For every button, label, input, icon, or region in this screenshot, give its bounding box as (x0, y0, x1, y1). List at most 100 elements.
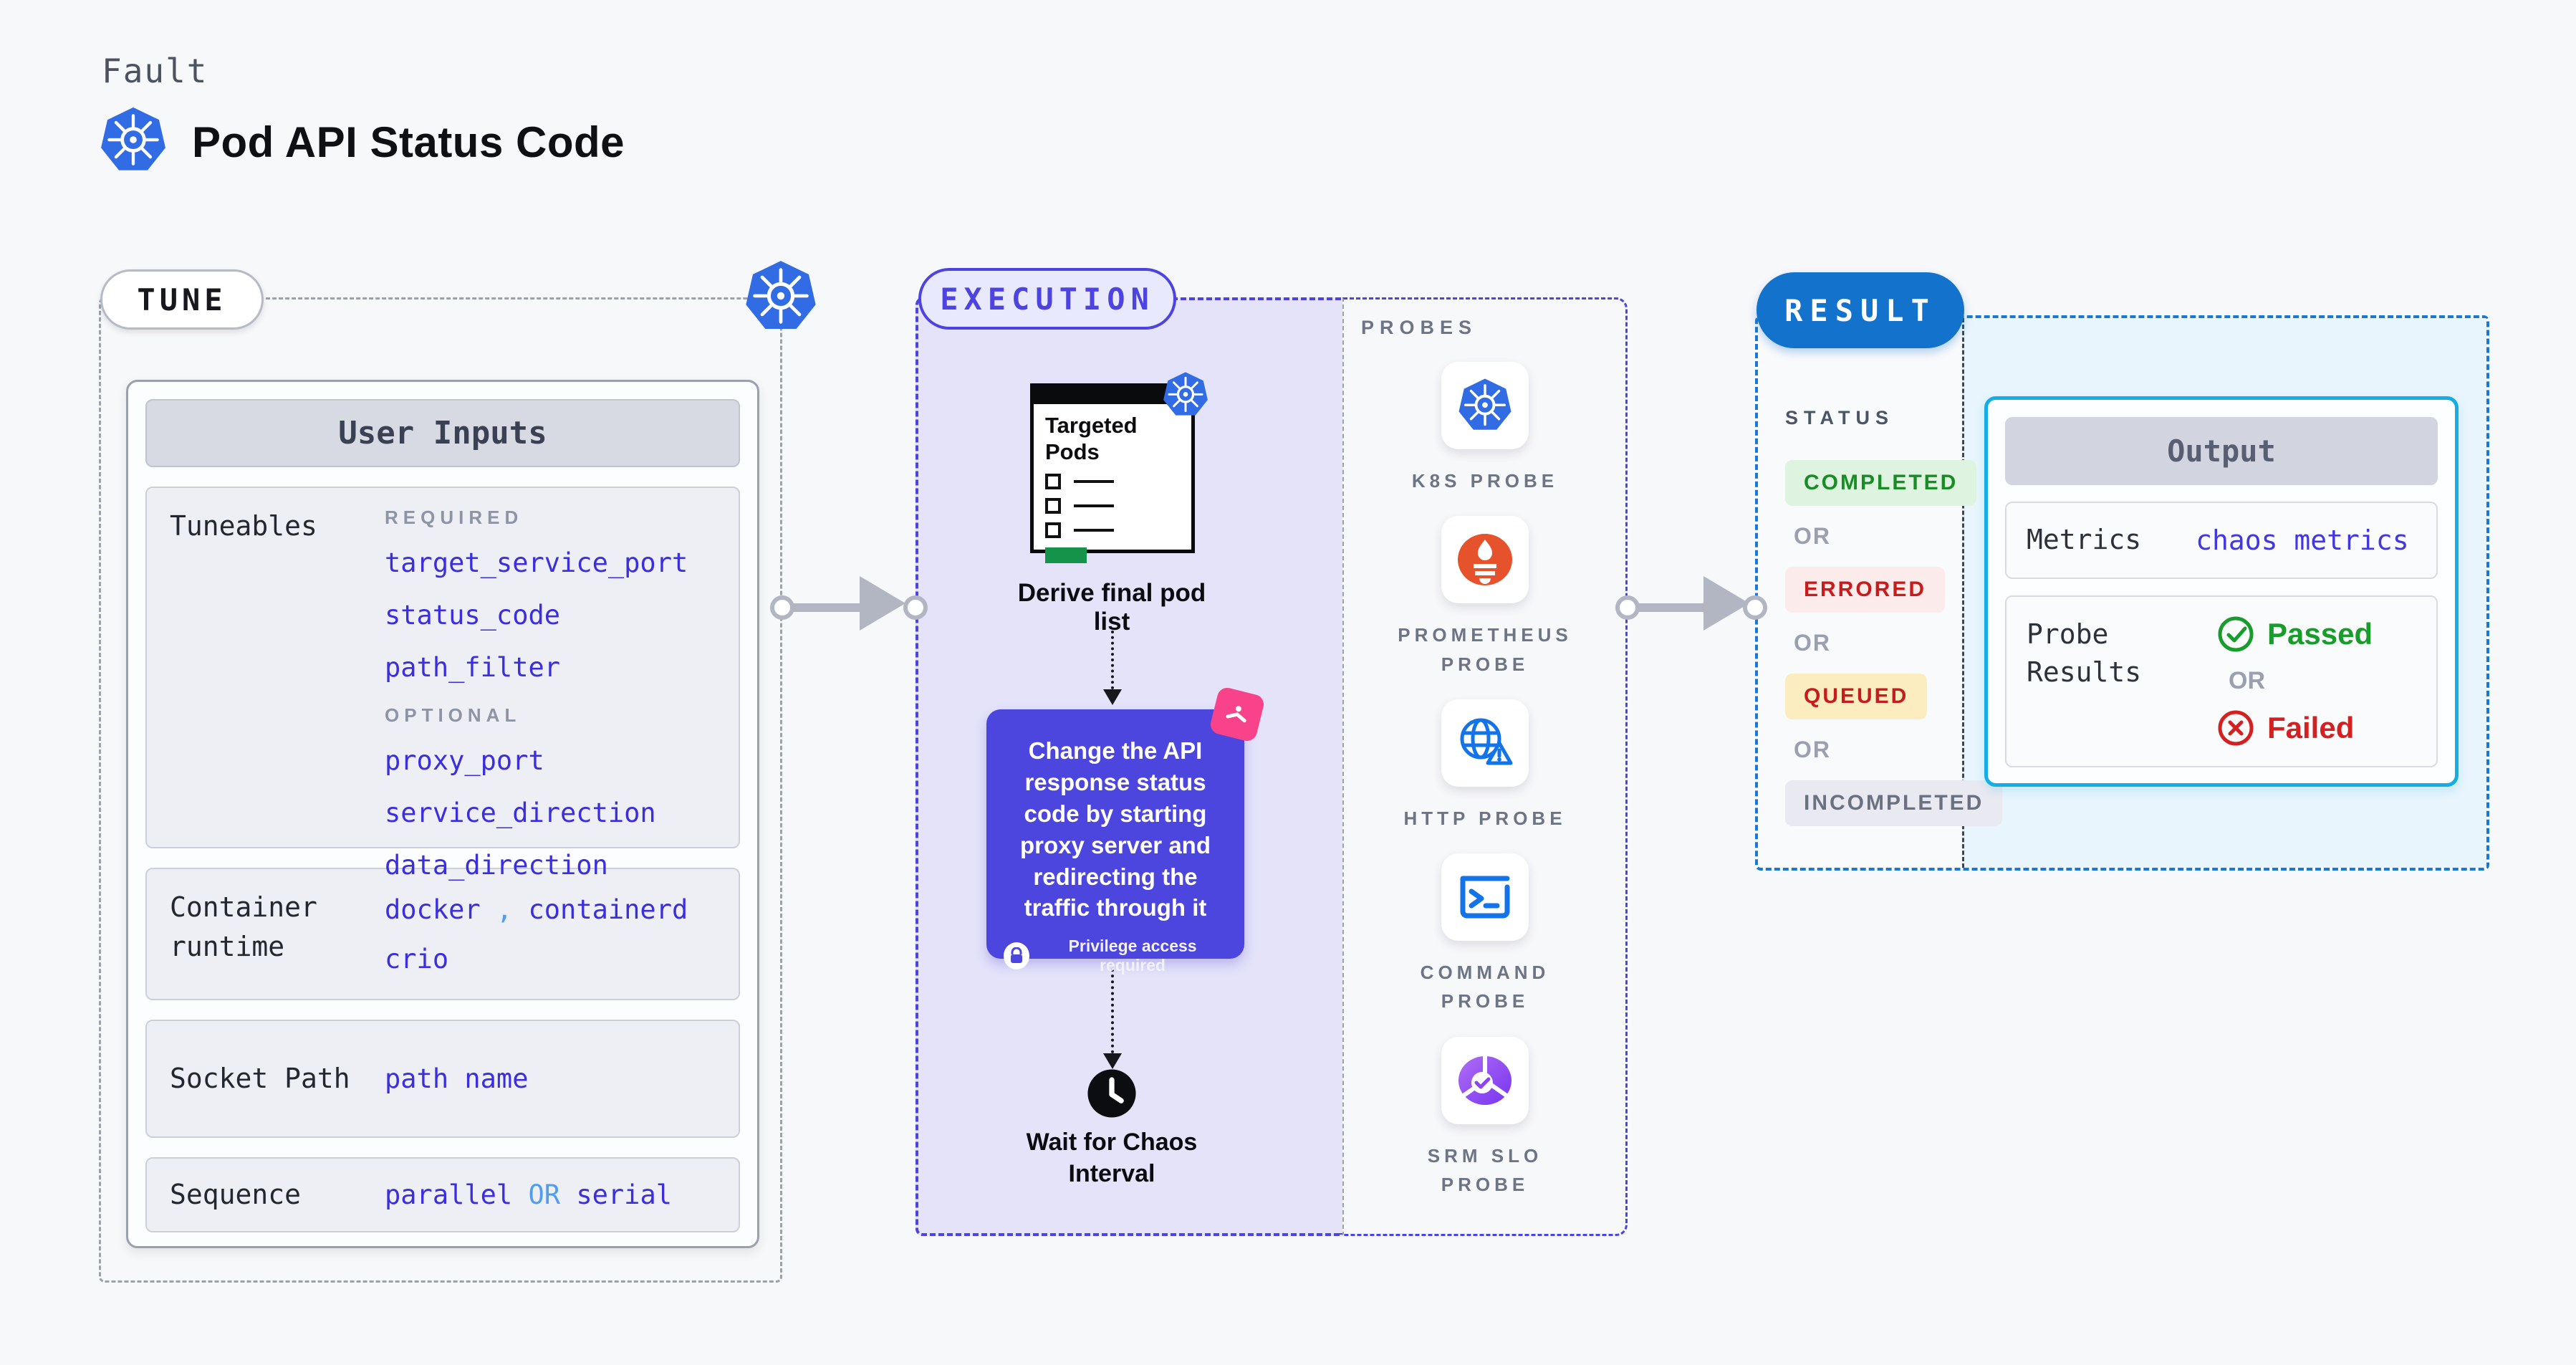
checkbox-icon (1045, 522, 1061, 539)
result-section-pill: RESULT (1756, 272, 1964, 348)
tuneable-required: path_filter (385, 652, 561, 683)
probe-name: K8S PROBE (1411, 470, 1559, 492)
tuneable-required: target_service_port (385, 547, 688, 578)
sequence-option: serial (576, 1179, 672, 1210)
derive-pod-list-caption: Derive final pod list (1017, 579, 1206, 636)
required-label: REQUIRED (385, 507, 524, 528)
failed-line: Failed (2217, 709, 2373, 747)
metrics-row: Metrics chaos metrics (2005, 502, 2438, 579)
runtime-value: crio (385, 943, 449, 974)
tune-section-pill: TUNE (100, 269, 264, 330)
probe-results-label: Probe Results (2027, 618, 2142, 689)
probe-name: COMMAND PROBE (1420, 962, 1550, 1012)
socket-path-label: Socket Path (170, 1062, 350, 1094)
runtime-value: containerd (528, 894, 688, 925)
container-runtime-label: Container runtime (170, 891, 317, 963)
progress-bar (1045, 547, 1087, 564)
status-list: COMPLETED OR ERRORED OR QUEUED OR INCOMP… (1785, 460, 2003, 826)
page-title-row: Pod API Status Code (99, 106, 625, 178)
probe-item: COMMAND PROBE (1385, 853, 1585, 1016)
chaos-action-text: Change the API response status code by s… (1020, 737, 1211, 921)
connector-node (1615, 595, 1640, 620)
connector-node (903, 595, 928, 620)
or-separator: OR (1794, 737, 1831, 762)
probe-results-row: Probe Results Passed OR Failed (2005, 595, 2438, 767)
pod-list-item (1045, 474, 1180, 490)
flow-dotted-connector (1111, 969, 1114, 1053)
passed-label: Passed (2267, 617, 2373, 651)
runtime-value: docker (385, 894, 481, 925)
flow-dotted-connector (1111, 631, 1114, 689)
probe-name: HTTP PROBE (1403, 807, 1567, 829)
arrowhead-icon (1103, 689, 1122, 705)
probe-item: K8S PROBE (1385, 362, 1585, 495)
status-badge: COMPLETED (1785, 460, 1977, 506)
sequence-row: Sequence parallel OR serial (145, 1157, 740, 1232)
privilege-note-row: Privilege access required (1004, 937, 1227, 975)
slo-pie-check-icon (1441, 1036, 1529, 1124)
privilege-note-text: Privilege access required (1068, 937, 1197, 975)
arrowhead-icon (1103, 1053, 1122, 1069)
status-badge: INCOMPLETED (1785, 780, 2003, 826)
checkbox-icon (1045, 498, 1061, 514)
clock-icon (1087, 1068, 1137, 1122)
connector-node (1743, 595, 1767, 620)
probe-name: SRM SLO PROBE (1427, 1144, 1543, 1196)
metrics-value: chaos metrics (2196, 525, 2409, 556)
probes-section-label: PROBES (1361, 317, 1478, 338)
kubernetes-icon (99, 106, 168, 178)
probe-item: HTTP PROBE (1385, 699, 1585, 833)
chaos-action-card: Change the API response status code by s… (986, 709, 1244, 974)
tune-section-box (99, 297, 782, 1283)
tuneables-label: Tuneables (170, 510, 317, 542)
status-badge: QUEUED (1785, 674, 1928, 719)
runtime-separator: , (496, 894, 513, 925)
targeted-pods-window: Targeted Pods (1030, 383, 1195, 564)
container-runtime-values: docker , containerd crio (385, 888, 716, 980)
tuneable-required: status_code (385, 600, 561, 631)
x-circle-icon (2218, 710, 2254, 746)
socket-path-row: Socket Path path name (145, 1020, 740, 1138)
socket-path-value: path name (385, 1063, 529, 1094)
tuneable-optional: proxy_port (385, 745, 544, 776)
chaos-badge-icon (1208, 685, 1267, 744)
passed-line: Passed (2217, 616, 2373, 653)
fault-category-label: Fault (102, 52, 208, 90)
user-inputs-card: User Inputs Tuneables REQUIRED target_se… (126, 380, 759, 1248)
tuneable-optional: service_direction (385, 798, 656, 828)
output-header: Output (2005, 417, 2438, 485)
page-title: Pod API Status Code (192, 118, 625, 166)
terminal-icon (1441, 853, 1529, 942)
or-separator: OR (2229, 667, 2265, 694)
metrics-label: Metrics (2027, 524, 2142, 556)
probe-item: PROMETHEUS PROBE (1385, 516, 1585, 679)
output-card: Output Metrics chaos metrics Probe Resul… (1984, 396, 2459, 787)
optional-label: OPTIONAL (385, 704, 522, 726)
runtime-value-line: crio (385, 944, 716, 974)
sequence-option: parallel (385, 1179, 513, 1210)
pod-list-item (1045, 522, 1180, 539)
probe-item: SRM SLO PROBE (1385, 1036, 1585, 1199)
or-separator: OR (1794, 523, 1831, 549)
probes-section-box (1342, 297, 1628, 1236)
tuneable-optional: data_direction (385, 850, 608, 881)
status-badge: ERRORED (1785, 567, 1946, 613)
tuneables-values: REQUIRED target_service_port status_code… (385, 507, 716, 881)
connector-node (770, 595, 794, 620)
kubernetes-icon (1162, 370, 1209, 422)
sequence-values: parallel OR serial (385, 1179, 716, 1210)
probes-list: K8S PROBE PROMETHEUS PROBE (1342, 362, 1628, 1199)
sequence-or: OR (528, 1179, 561, 1210)
prometheus-icon (1441, 516, 1529, 604)
probe-name: PROMETHEUS PROBE (1398, 624, 1572, 675)
http-globe-warning-icon (1441, 699, 1529, 787)
kubernetes-icon (1441, 362, 1529, 449)
lock-icon (1004, 942, 1030, 970)
check-circle-icon (2218, 616, 2254, 652)
failed-label: Failed (2267, 711, 2355, 744)
runtime-value-line: docker , containerd (385, 894, 716, 925)
wait-chaos-interval-caption: Wait for Chaos Interval (1026, 1129, 1198, 1188)
execution-section-pill: EXECUTION (918, 268, 1176, 330)
container-runtime-row: Container runtime docker , containerd cr… (145, 868, 740, 1000)
